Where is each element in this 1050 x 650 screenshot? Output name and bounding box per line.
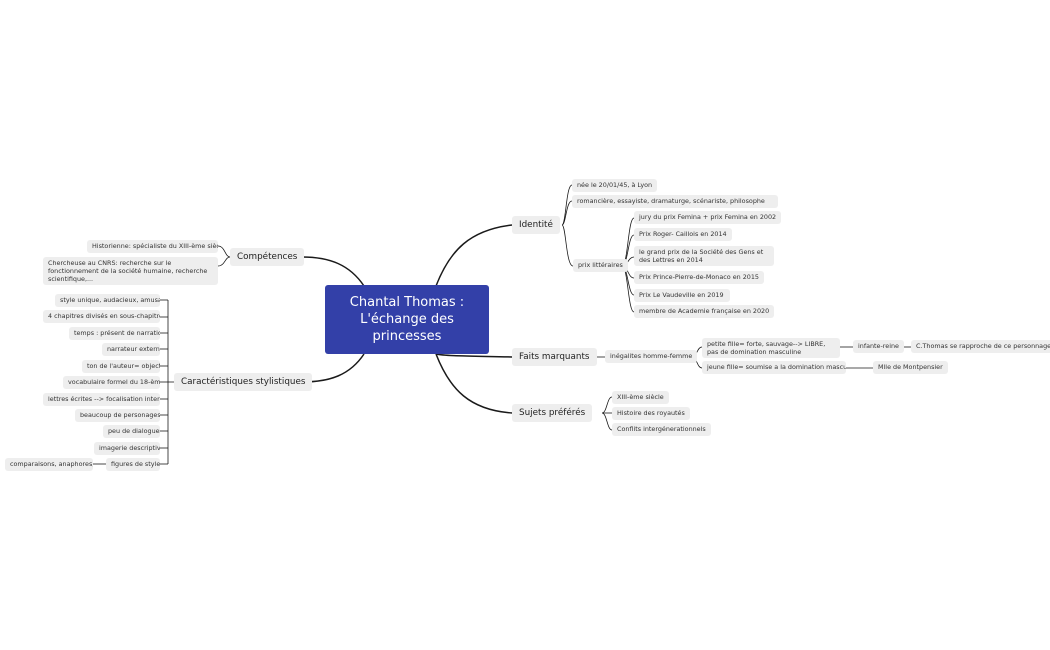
style-item[interactable]: narrateur externe xyxy=(102,343,160,356)
style-item[interactable]: temps : présent de narration xyxy=(69,327,160,340)
style-item[interactable]: beaucoup de personages xyxy=(75,409,160,422)
prix-item[interactable]: Prix Le Vaudeville en 2019 xyxy=(634,289,730,302)
faits-montpensier[interactable]: Mlle de Montpensier xyxy=(873,361,948,374)
link-faits xyxy=(435,353,513,358)
prix-item[interactable]: le grand prix de la Société des Gens et … xyxy=(634,246,774,266)
link-sujets xyxy=(435,353,513,414)
style-figures-detail[interactable]: comparaisons, anaphores,... xyxy=(5,458,93,471)
competences-item[interactable]: Chercheuse au CNRS: recherche sur le fon… xyxy=(43,257,218,285)
style-item[interactable]: 4 chapitres divisés en sous-chapitres xyxy=(43,310,160,323)
style-item[interactable]: vocabulaire formel du 18-ème xyxy=(63,376,160,389)
sujets-item[interactable]: XIII-ème siècle xyxy=(612,391,669,404)
sujets-item[interactable]: Conflits intergénerationnels xyxy=(612,423,711,436)
branch-sujets-preferes[interactable]: Sujets préférés xyxy=(512,404,593,422)
faits-jeune-fille[interactable]: jeune fille= soumise a la domination mas… xyxy=(702,361,846,374)
prix-item[interactable]: membre de Academie française en 2020 xyxy=(634,305,775,318)
branch-identite[interactable]: Identité xyxy=(512,216,560,234)
branch-faits-marquants[interactable]: Faits marquants xyxy=(512,348,597,366)
sujets-item[interactable]: Histoire des royautés xyxy=(612,407,690,420)
faits-petite-fille[interactable]: petite fille= forte, sauvage--> LIBRE, p… xyxy=(702,338,840,358)
style-item[interactable]: figures de styles xyxy=(106,458,160,471)
faits-rapproche[interactable]: C.Thomas se rapproche de ce personnage xyxy=(911,340,1050,353)
style-item[interactable]: imagerie descriptive xyxy=(94,442,160,455)
link-identite xyxy=(435,224,513,287)
link-competences xyxy=(301,256,365,287)
faits-inegalites[interactable]: inégalites homme-femme xyxy=(605,350,698,363)
identite-prix-label[interactable]: prix littéraires xyxy=(573,259,628,272)
branch-competences[interactable]: Compétences xyxy=(230,248,305,266)
style-item[interactable]: lettres écrites --> focalisation interne xyxy=(43,393,160,406)
competences-item[interactable]: Historienne: spécialiste du XIII-ème siè… xyxy=(87,240,218,253)
prix-item[interactable]: Prix Roger- Caillois en 2014 xyxy=(634,228,732,241)
style-item[interactable]: ton de l'auteur= objectif xyxy=(82,360,160,373)
prix-item[interactable]: jury du prix Femina + prix Femina en 200… xyxy=(634,211,782,224)
style-item[interactable]: peu de dialogues xyxy=(103,425,160,438)
identite-metiers[interactable]: romancière, essayiste, dramaturge, scéna… xyxy=(572,195,778,208)
faits-infante[interactable]: infante-reine xyxy=(853,340,904,353)
identite-naissance[interactable]: née le 20/01/45, à Lyon xyxy=(572,179,658,192)
central-topic[interactable]: Chantal Thomas : L'échange des princesse… xyxy=(325,285,489,354)
prix-item[interactable]: Prix Prince-Pierre-de-Monaco en 2015 xyxy=(634,271,764,284)
branch-caracteristiques[interactable]: Caractéristiques stylistiques xyxy=(174,373,313,391)
style-item[interactable]: style unique, audacieux, amusant xyxy=(55,294,160,307)
